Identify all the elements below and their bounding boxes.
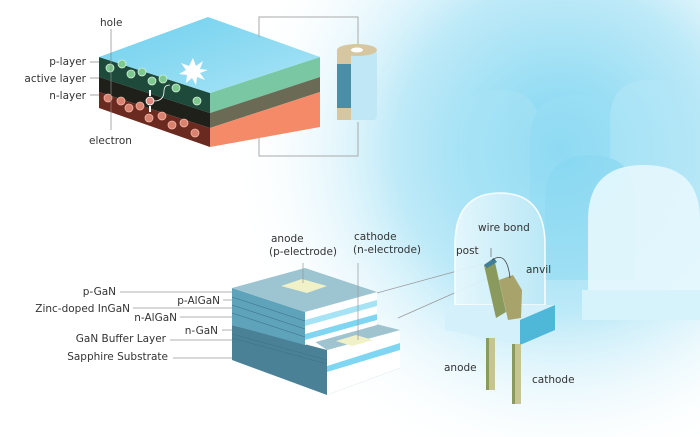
right-led <box>582 165 700 320</box>
label-cathode-chip: cathode <box>354 231 397 243</box>
led-cathode-leg <box>512 344 521 404</box>
led-chip-layers <box>231 268 400 395</box>
anode-pad <box>281 279 327 293</box>
label-hole: hole <box>100 17 122 29</box>
led-anvil <box>499 275 522 320</box>
led-post <box>484 258 506 318</box>
top-label-leaders <box>90 29 112 130</box>
led-bulb <box>445 192 555 404</box>
wire-bond <box>491 256 511 279</box>
label-p-gan: p-GaN <box>83 286 116 298</box>
label-sapphire: Sapphire Substrate <box>67 351 168 363</box>
label-led-anode: anode <box>444 362 477 374</box>
label-post: post <box>456 245 479 257</box>
label-n-gan: n-GaN <box>185 325 218 337</box>
label-zinc-ingan: Zinc-doped InGaN <box>35 303 130 315</box>
battery-icon <box>337 44 377 120</box>
led-anode-leg <box>486 338 495 390</box>
label-anode-chip: anode <box>271 233 304 245</box>
pn-junction-block <box>99 17 320 147</box>
label-led-cathode: cathode <box>532 374 575 386</box>
label-p-layer: p-layer <box>49 56 86 68</box>
label-n-layer: n-layer <box>49 90 86 102</box>
label-wire-bond: wire bond <box>478 222 530 234</box>
cathode-pad <box>336 335 373 346</box>
label-electron: electron <box>89 135 132 147</box>
label-gan-buffer: GaN Buffer Layer <box>76 333 167 345</box>
label-p-algan: p-AlGaN <box>177 295 220 307</box>
label-cathode-sub: (n-electrode) <box>353 244 421 256</box>
label-active-layer: active layer <box>24 73 86 85</box>
circuit-wire <box>258 16 359 157</box>
label-anvil: anvil <box>526 264 551 276</box>
label-anode-sub: (p-electrode) <box>269 246 337 258</box>
photon-burst-icon <box>179 58 208 85</box>
label-n-algan: n-AlGaN <box>134 312 177 324</box>
